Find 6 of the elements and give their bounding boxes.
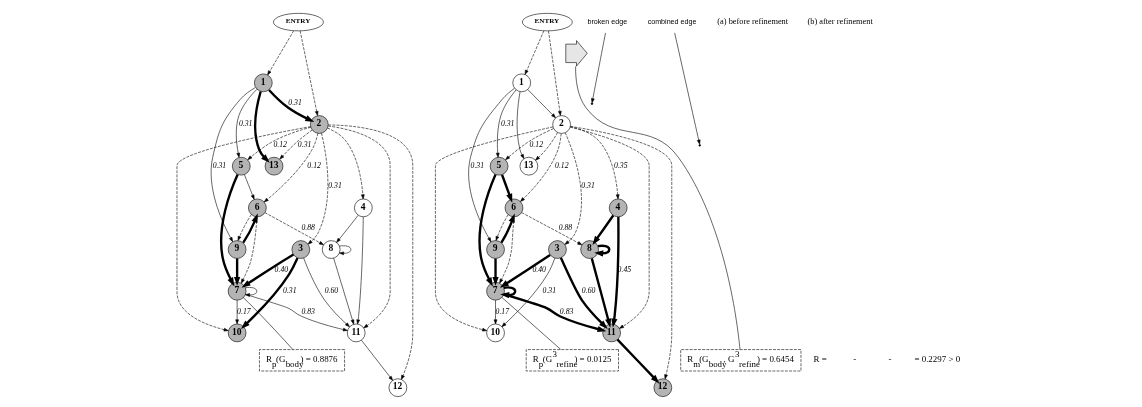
- label: (b) after refinement: [807, 16, 873, 26]
- label: = 0.2297 > 0: [914, 353, 961, 364]
- label: (a) before refinement: [717, 16, 789, 26]
- label: -: [888, 353, 892, 364]
- label: -: [853, 353, 857, 364]
- label: R =: [813, 353, 827, 364]
